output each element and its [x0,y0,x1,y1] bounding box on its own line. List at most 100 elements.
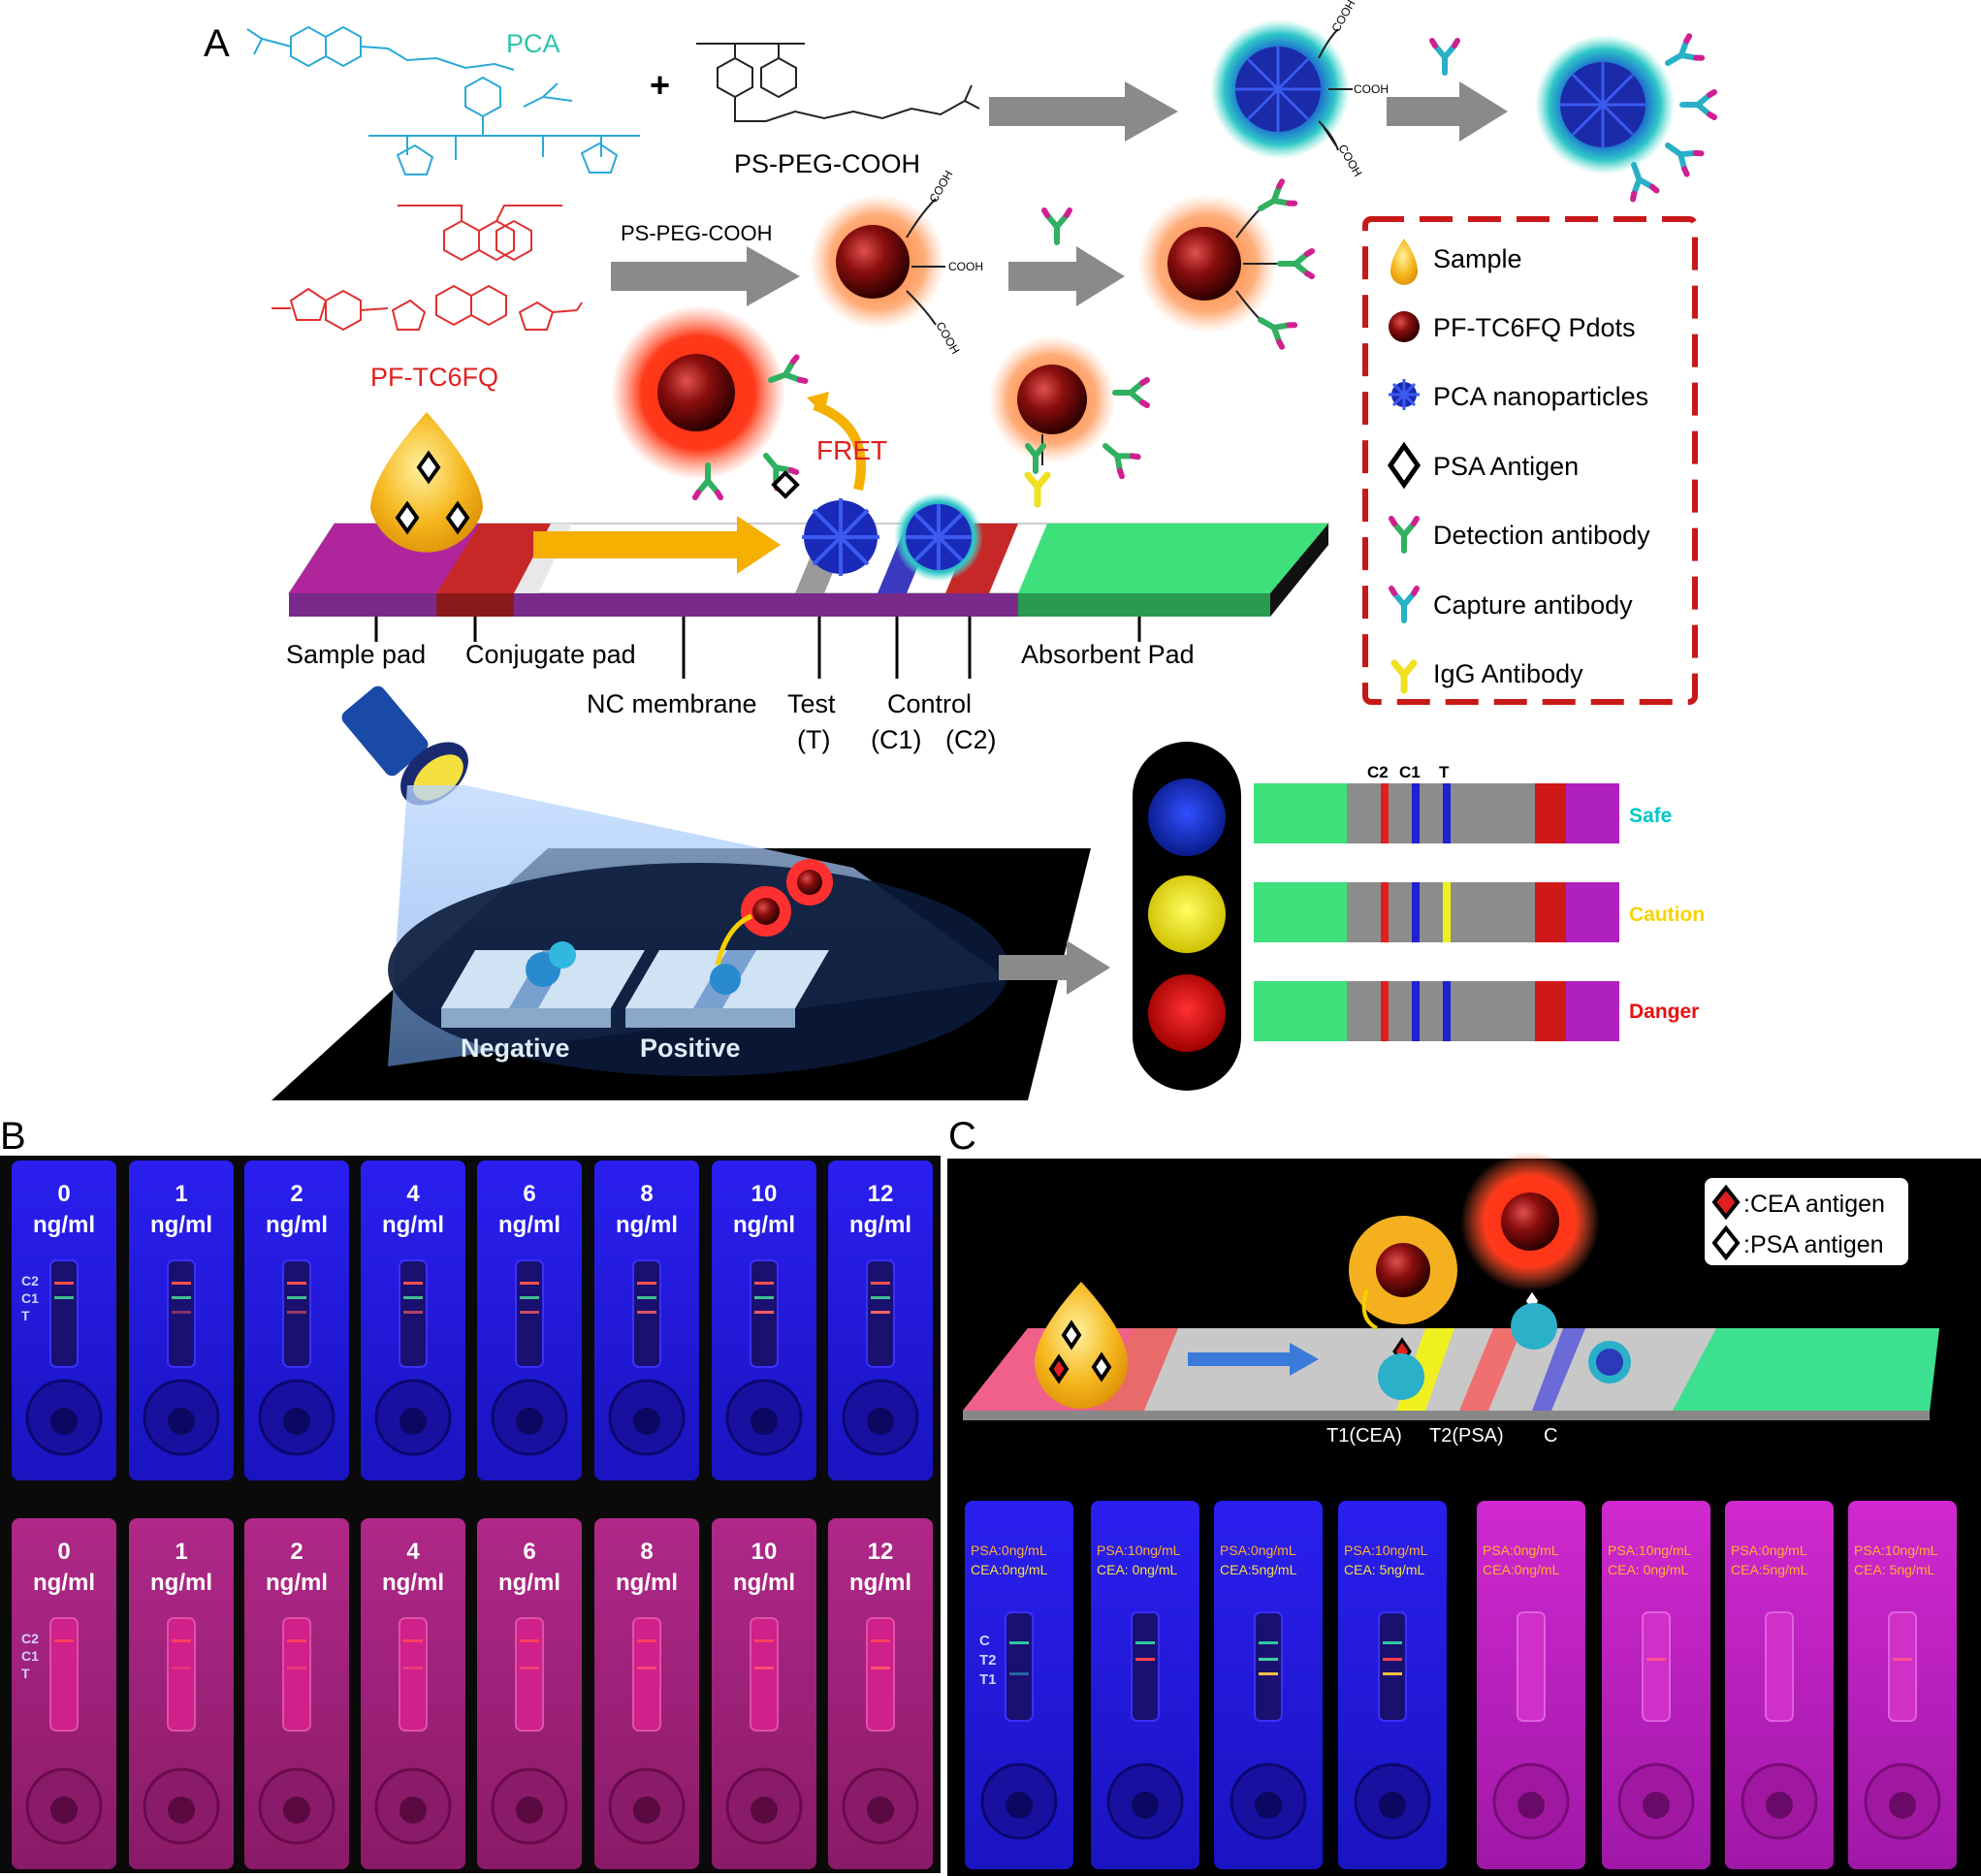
line-t2 [1383,1658,1402,1661]
line-label: C1 [21,1290,39,1306]
line-c1 [172,1296,191,1299]
test-card: 2ng/ml [244,1518,349,1869]
line-t [172,1667,191,1669]
arrow-to-lights [999,940,1110,995]
strip-leader-lines [374,617,1141,679]
concentration-value: 12 [868,1181,894,1207]
panel-a-letter: A [204,22,230,65]
arrow-top-1 [989,81,1178,142]
test-card: 0 ng/ml [12,1518,116,1869]
concentration-value: 0 [57,1539,70,1565]
panel-b-cards: 0ng/ml1ng/ml2ng/ml4ng/ml6ng/ml8ng/ml10ng… [12,1161,933,1869]
test-card: PSA:0ng/mL CEA:0ng/mL [965,1501,1073,1869]
panel-c-sample-drop [1035,1282,1128,1409]
panel-c-legend-label: :CEA antigen [1743,1191,1885,1218]
concentration-unit: ng/ml [498,1570,560,1596]
panel-b-letter: B [0,1115,26,1158]
igg-pdot [988,335,1147,508]
legend-items: Sample PF-TC6FQ Pdots PCA nanoparticles … [1387,238,1650,694]
strip-nanoparticle-control [894,493,983,582]
test-label: Test [787,689,836,718]
strip-window [167,1259,196,1368]
sample-pad-label: Sample pad [286,640,426,669]
line-t2 [1259,1658,1278,1661]
pca-nanoparticle-cooh [1210,19,1353,159]
pf-tc6fq-structure [272,205,583,332]
conjugate-pad-label: Conjugate pad [465,640,636,669]
line-c1 [520,1296,539,1299]
concentration-unit: ng/ml [33,1570,95,1596]
line-c2 [287,1639,306,1642]
diamond-antigen-icon [1387,441,1422,490]
panel-c-strip-label-t1: T1(CEA) [1326,1425,1402,1447]
line-t2 [1646,1658,1666,1661]
result-line-c1 [1412,882,1420,942]
line-c2 [172,1639,191,1642]
ps-peg-structure [696,43,980,122]
psa-value: PSA:0ng/mL [971,1542,1047,1558]
result-line-t [1443,882,1451,942]
line-c2 [637,1282,656,1285]
strip-nanoparticle-test [802,498,879,576]
strip-window [49,1617,79,1732]
concentration-value: 0 [57,1181,70,1207]
test-card: 2ng/ml [244,1161,349,1480]
panel-c-flow-arrow [1188,1343,1319,1376]
legend-label: PSA Antigen [1433,452,1579,481]
line-c2 [871,1282,890,1285]
line-c1 [754,1296,774,1299]
line-c2 [754,1282,774,1285]
line-c1 [637,1296,656,1299]
psa-value: PSA:0ng/mL [1483,1542,1559,1558]
drop-icon [1390,238,1418,285]
psa-value: PSA:10ng/mL [1097,1542,1181,1558]
line-t [403,1667,423,1669]
concentration-value: 4 [406,1539,420,1565]
concentration-value: 2 [290,1539,303,1565]
result-label-caution: Caution [1629,904,1705,926]
cea-value: CEA: 5ng/mL [1854,1562,1934,1577]
absorbent-pad-label: Absorbent Pad [1021,640,1195,669]
panel-c-letter: C [948,1115,976,1158]
negative-label: Negative [461,1033,570,1063]
result-strip [1254,882,1619,942]
strip-window [1378,1611,1407,1722]
strip-window [1642,1611,1671,1722]
cea-value: CEA: 0ng/mL [1097,1562,1177,1577]
arrow-middle-2 [1008,246,1125,306]
detection-antibody-middle [1044,210,1070,242]
ps-peg-label: PS-PEG-COOH [734,149,920,178]
result-line-c1 [1412,981,1420,1041]
cea-value: CEA:0ng/mL [971,1562,1048,1577]
line-t [871,1667,890,1669]
result-header-t: T [1439,763,1450,781]
concentration-unit: ng/ml [616,1212,678,1238]
legend-label: Detection antibody [1433,521,1650,550]
legend-label: PCA nanoparticles [1433,382,1648,411]
ps-peg-arrow-label: PS-PEG-COOH [621,221,772,245]
panel-c-legend-box [1705,1178,1908,1265]
strip-window [750,1617,779,1732]
line-t [637,1311,656,1314]
line-t [520,1311,539,1314]
strip-window [49,1259,79,1368]
concentration-value: 10 [751,1539,778,1565]
concentration-value: 6 [523,1181,535,1207]
arrow-top-2 [1387,81,1508,142]
concentration-value: 8 [640,1181,653,1207]
cooh-label-4: COOH [926,168,955,205]
test-card: 0ng/ml [12,1161,116,1480]
line-c2 [403,1639,423,1642]
red-diamond-icon [1711,1184,1741,1221]
line-t [754,1311,774,1314]
c1-label: (C1) [871,725,922,754]
line-c2 [754,1639,774,1642]
concentration-unit: ng/ml [616,1570,678,1596]
concentration-unit: ng/ml [733,1570,795,1596]
test-card: 1ng/ml [129,1518,234,1869]
concentration-unit: ng/ml [849,1570,911,1596]
line-t1 [1009,1672,1029,1675]
result-strip [1254,783,1619,843]
